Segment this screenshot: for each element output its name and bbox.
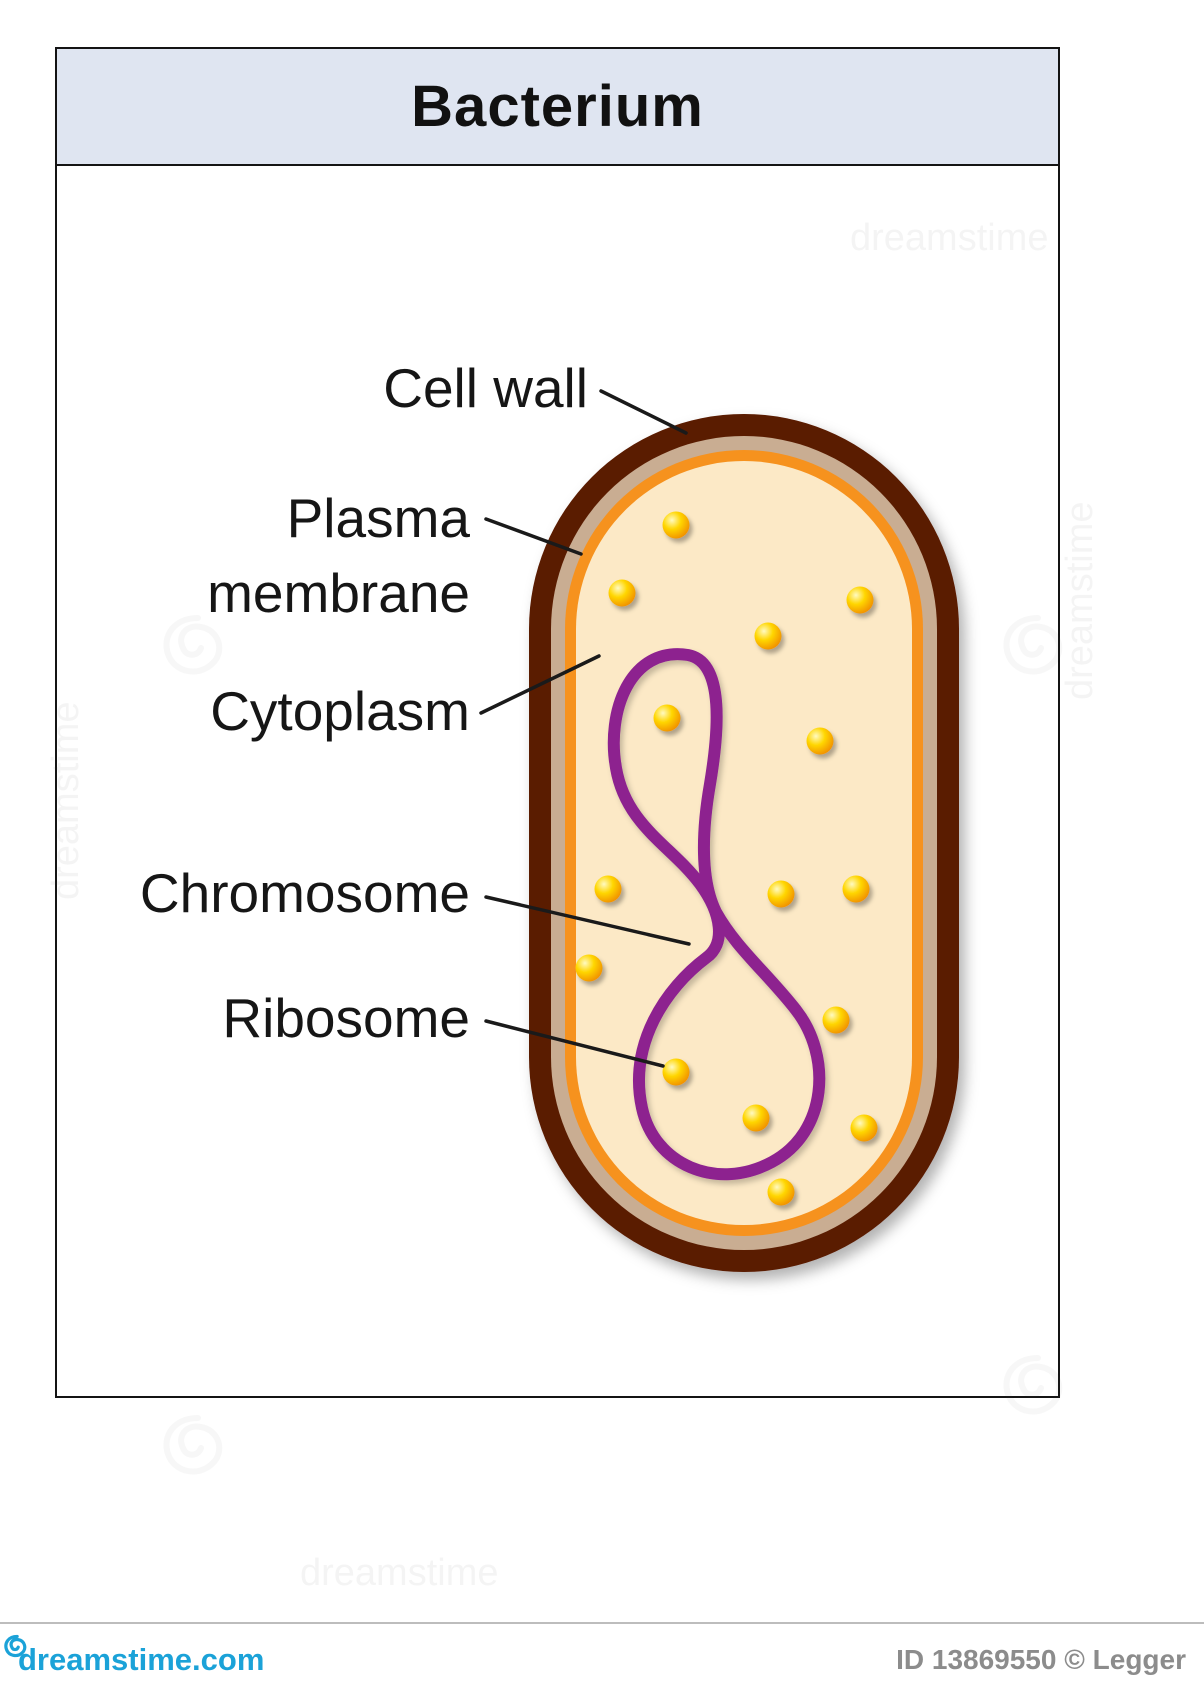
ribosome-dot (742, 1104, 770, 1132)
watermark-text: dreamstime (1059, 502, 1101, 701)
watermark-text: dreamstime (45, 702, 87, 901)
ribosome-dot (662, 511, 690, 539)
bacterium-cell (529, 414, 959, 1272)
footer-divider (0, 1622, 1204, 1624)
ribosome-dot (850, 1114, 878, 1142)
footer-bar: dreamstime.com ID 13869550 © Legger (0, 1630, 1204, 1690)
dreamstime-logo-icon (4, 1634, 27, 1658)
ribosome-dot (767, 880, 795, 908)
chromosome-leader-line (484, 895, 691, 946)
cell-wall-leader-line (599, 389, 688, 435)
dreamstime-brand: dreamstime.com (4, 1634, 265, 1678)
title-band: Bacterium (55, 47, 1060, 166)
watermark-text: dreamstime (300, 1552, 499, 1594)
ribosome-dot (754, 622, 782, 650)
ribosome-dot (608, 579, 636, 607)
ribosome-dot (846, 586, 874, 614)
chromosome-strand (607, 648, 826, 1181)
leader-lines (479, 389, 691, 1068)
ribosome-dot (575, 954, 603, 982)
label-cytoplasm: Cytoplasm (210, 680, 470, 742)
label-plasma-line1: Plasma (287, 487, 471, 549)
label-chromosome: Chromosome (140, 862, 470, 924)
image-credit: ID 13869550 © Legger (896, 1644, 1186, 1675)
label-cell-wall: Cell wall (383, 357, 588, 419)
ribosome-leader-line (484, 1019, 665, 1068)
label-ribosome: Ribosome (222, 987, 470, 1049)
page-title: Bacterium (411, 74, 704, 139)
ribosome-dot (767, 1178, 795, 1206)
brand-text: dreamstime.com (18, 1642, 265, 1677)
watermark-text: dreamstime (850, 217, 1049, 259)
ribosome-layer (575, 511, 878, 1206)
ribosome-dot (842, 875, 870, 903)
ribosome-dot (594, 875, 622, 903)
watermark-layer: dreamstime dreamstime dreamstime dreamstime (45, 217, 1101, 1594)
ribosome-dot (662, 1058, 690, 1086)
ribosome-dot (822, 1006, 850, 1034)
labels: Cell wall Plasma membrane Cytoplasm Chro… (140, 357, 588, 1049)
ribosome-dot (653, 704, 681, 732)
plasma-membrane-leader-line (484, 517, 583, 556)
label-plasma-line2: membrane (207, 562, 470, 624)
cytoplasm-shape (576, 461, 912, 1225)
cytoplasm-leader-line (479, 654, 601, 715)
ribosome-dot (806, 727, 834, 755)
